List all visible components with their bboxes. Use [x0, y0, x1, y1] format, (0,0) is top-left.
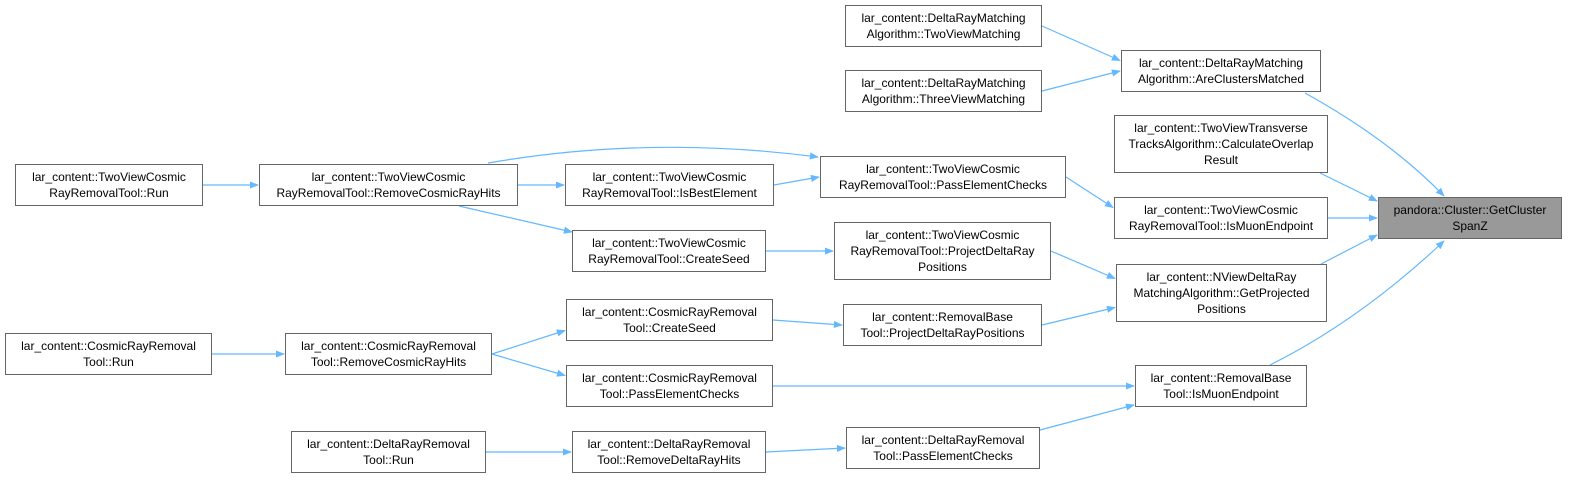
node-deltarayremoval-removedeltarayhits[interactable]: lar_content::DeltaRayRemoval Tool::Remov… [572, 431, 766, 473]
node-label-line: Tool::Run [363, 453, 414, 467]
node-label-line: lar_content::DeltaRayRemoval [861, 433, 1025, 447]
node-label-line: lar_content::NViewDeltaRay [1146, 270, 1297, 284]
node-label-line: lar_content::TwoViewCosmic [592, 170, 747, 184]
node-label-line: RayRemovalTool::PassElementChecks [838, 178, 1048, 192]
node-label-line: Tool::Run [83, 355, 134, 369]
node-label-line: Positions [918, 260, 967, 274]
node-label-line: lar_content::CosmicRayRemoval [21, 339, 196, 353]
node-label-line: MatchingAlgorithm::GetProjected [1133, 286, 1310, 300]
node-pandora-cluster-getclusterspanz: pandora::Cluster::GetCluster SpanZ [1378, 197, 1562, 239]
edge-ndr_get_projected-to-getclusterspanz [1320, 234, 1378, 265]
node-label-line: RayRemovalTool::Run [49, 186, 169, 200]
edge-tvc_remove-to-tvc_create_seed [458, 205, 573, 234]
node-label-line: RayRemovalTool::CreateSeed [588, 252, 750, 266]
edge-tvc_pass-to-tvc_is_muon [1065, 176, 1114, 209]
node-label-line: lar_content::TwoViewCosmic [311, 170, 466, 184]
node-label-line: Tool::RemoveCosmicRayHits [310, 355, 467, 369]
node-label-line: pandora::Cluster::GetCluster [1393, 203, 1547, 217]
edge-drm_are_matched-to-getclusterspanz [1304, 92, 1445, 197]
node-label-line: RayRemovalTool::ProjectDeltaRay [850, 244, 1035, 258]
edge-drr_remove-to-drr_pass [765, 444, 846, 453]
node-label-line: lar_content::DeltaRayMatching [861, 11, 1026, 25]
node-twoviewcosmic-projectdeltaraypositions[interactable]: lar_content::TwoViewCosmic RayRemovalToo… [834, 222, 1051, 280]
node-label-line: Algorithm::AreClustersMatched [1137, 72, 1305, 86]
edge-cr_remove-to-cr_create_seed [491, 329, 566, 355]
node-deltaraymatching-areclustersmatched[interactable]: lar_content::DeltaRayMatching Algorithm:… [1121, 50, 1321, 92]
edge-drm_two_view-to-drm_are_matched [1041, 25, 1121, 62]
node-twoviewcosmic-removecosmicrayhits[interactable]: lar_content::TwoViewCosmic RayRemovalToo… [259, 164, 518, 206]
node-label-line: Tool::CreateSeed [623, 321, 716, 335]
edge-drr_pass-to-rb_is_muon [1039, 403, 1135, 431]
node-label-line: lar_content::TwoViewCosmic [865, 228, 1020, 242]
edge-cr_remove-to-cr_pass [491, 353, 566, 377]
edge-rb_is_muon-to-getclusterspanz [1269, 240, 1445, 366]
node-label-line: Result [1203, 153, 1238, 167]
node-label-line: Tool::PassElementChecks [873, 449, 1013, 463]
node-cosmicrayremoval-run[interactable]: lar_content::CosmicRayRemoval Tool::Run [5, 333, 212, 375]
node-label-line: Tool::RemoveDeltaRayHits [597, 453, 741, 467]
edge-cr_create_seed-to-rb_project [772, 319, 843, 329]
node-label-line: TracksAlgorithm::CalculateOverlap [1128, 137, 1314, 151]
node-label-line: Positions [1197, 302, 1246, 316]
edge-drm_three_view-to-drm_are_matched [1041, 69, 1121, 92]
node-cosmicrayremoval-createseed[interactable]: lar_content::CosmicRayRemoval Tool::Crea… [566, 299, 773, 341]
node-label-line: lar_content::CosmicRayRemoval [582, 305, 757, 319]
node-label-line: Tool::ProjectDeltaRayPositions [860, 326, 1025, 340]
node-label-line: lar_content::CosmicRayRemoval [582, 371, 757, 385]
node-label-line: lar_content::DeltaRayRemoval [307, 437, 470, 451]
node-label-line: Tool::PassElementChecks [599, 387, 740, 401]
node-label-line: lar_content::TwoViewCosmic [866, 162, 1020, 176]
node-label-line: Algorithm::TwoViewMatching [866, 27, 1021, 41]
node-label-line: SpanZ [1452, 219, 1488, 233]
node-label-line: Tool::IsMuonEndpoint [1163, 387, 1279, 401]
node-label-line: lar_content::TwoViewCosmic [32, 170, 186, 184]
node-twoviewcosmic-isbestelement[interactable]: lar_content::TwoViewCosmic RayRemovalToo… [565, 164, 774, 206]
node-removalbase-projectdeltaraypositions[interactable]: lar_content::RemovalBase Tool::ProjectDe… [843, 304, 1042, 346]
node-twoviewcosmic-ismuonendpoint[interactable]: lar_content::TwoViewCosmic RayRemovalToo… [1114, 197, 1328, 239]
node-label-line: lar_content::RemovalBase [1150, 371, 1292, 385]
node-twoviewtransverse-calculateoverlapresult[interactable]: lar_content::TwoViewTransverse TracksAlg… [1114, 115, 1328, 173]
node-label-line: lar_content::TwoViewTransverse [1134, 121, 1308, 135]
node-label-line: Algorithm::ThreeViewMatching [861, 92, 1026, 106]
node-label-line: RayRemovalTool::IsMuonEndpoint [1128, 219, 1314, 233]
edge-tvc_is_best-to-tvc_pass [773, 174, 820, 186]
node-label-line: lar_content::DeltaRayMatching [1138, 56, 1304, 70]
node-deltarayremoval-run[interactable]: lar_content::DeltaRayRemoval Tool::Run [291, 431, 486, 473]
node-label-line: lar_content::CosmicRayRemoval [301, 339, 476, 353]
node-label-line: RayRemovalTool::RemoveCosmicRayHits [276, 186, 501, 200]
edge-rb_project-to-ndr_get_projected [1041, 305, 1116, 326]
node-deltarayremoval-passelementchecks[interactable]: lar_content::DeltaRayRemoval Tool::PassE… [846, 427, 1040, 469]
node-cosmicrayremoval-removecosmicrayhits[interactable]: lar_content::CosmicRayRemoval Tool::Remo… [285, 333, 492, 375]
node-nviewdeltaray-getprojectedpositions[interactable]: lar_content::NViewDeltaRay MatchingAlgor… [1116, 264, 1327, 322]
node-deltaraymatching-twoviewmatching[interactable]: lar_content::DeltaRayMatching Algorithm:… [845, 5, 1042, 47]
node-deltaraymatching-threeviewmatching[interactable]: lar_content::DeltaRayMatching Algorithm:… [845, 70, 1042, 112]
node-removalbase-ismuonendpoint[interactable]: lar_content::RemovalBase Tool::IsMuonEnd… [1135, 365, 1307, 407]
node-twoviewcosmic-passelementchecks[interactable]: lar_content::TwoViewCosmic RayRemovalToo… [820, 156, 1066, 198]
node-cosmicrayremoval-passelementchecks[interactable]: lar_content::CosmicRayRemoval Tool::Pass… [566, 365, 773, 407]
node-label-line: lar_content::DeltaRayMatching [861, 76, 1026, 90]
node-label-line: lar_content::TwoViewCosmic [592, 236, 746, 250]
node-label-line: RayRemovalTool::IsBestElement [582, 186, 757, 200]
edge-tvc_project-to-ndr_get_projected [1050, 250, 1116, 280]
node-label-line: lar_content::TwoViewCosmic [1144, 203, 1298, 217]
node-label-line: lar_content::RemovalBase [872, 310, 1013, 324]
node-twoviewcosmic-run[interactable]: lar_content::TwoViewCosmic RayRemovalToo… [15, 164, 203, 206]
edge-tvc_remove-to-tvc_pass [487, 146, 819, 164]
edge-tvt_calc_overlap-to-getclusterspanz [1319, 172, 1378, 202]
node-label-line: lar_content::DeltaRayRemoval [587, 437, 751, 451]
node-twoviewcosmic-createseed[interactable]: lar_content::TwoViewCosmic RayRemovalToo… [572, 230, 766, 272]
